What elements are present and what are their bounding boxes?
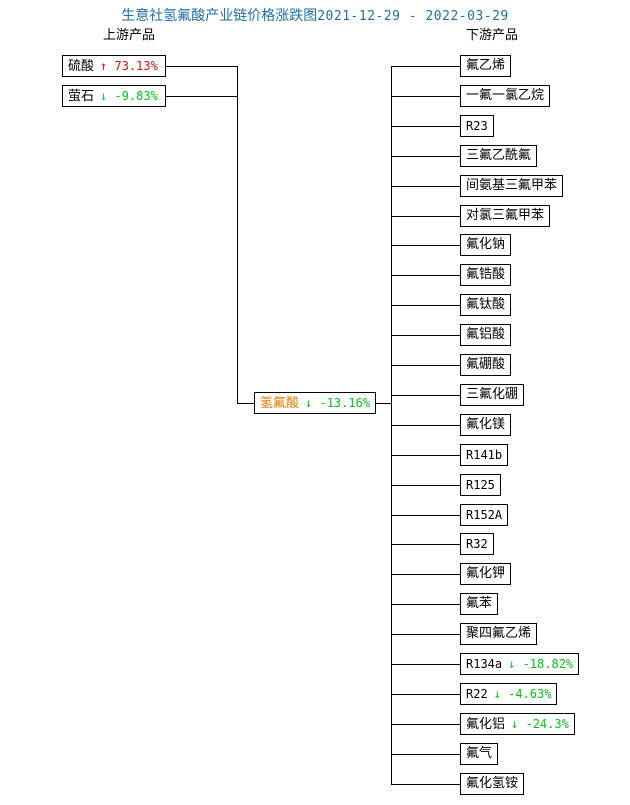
connector-line-horizontal bbox=[391, 784, 460, 785]
downstream-node-7[interactable]: 氟锆酸 bbox=[460, 264, 512, 286]
downstream-node-3-label: 三氟乙酰氟 bbox=[466, 148, 532, 163]
center-node-change: ↓ -13.16% bbox=[305, 396, 371, 410]
connector-line-horizontal bbox=[391, 634, 460, 635]
downstream-node-4[interactable]: 间氨基三氟甲苯 bbox=[460, 175, 564, 197]
downstream-node-6-label: 氟化钠 bbox=[466, 237, 506, 252]
upstream-node-0-change: ↑ 73.13% bbox=[100, 59, 158, 73]
downstream-node-2-label: R23 bbox=[466, 119, 488, 133]
connector-line-horizontal bbox=[391, 156, 460, 157]
connector-line-horizontal bbox=[391, 66, 460, 67]
upstream-node-0-label: 硫酸 bbox=[68, 59, 95, 74]
connector-line-horizontal bbox=[391, 365, 460, 366]
downstream-node-9[interactable]: 氟铝酸 bbox=[460, 324, 512, 346]
downstream-node-19[interactable]: 聚四氟乙烯 bbox=[460, 623, 538, 645]
downstream-node-13-label: R141b bbox=[466, 448, 503, 462]
center-node-hydrofluoric-acid[interactable]: 氢氟酸 ↓ -13.16% bbox=[254, 392, 376, 414]
connector-line-horizontal bbox=[391, 485, 460, 486]
downstream-node-23[interactable]: 氟气 bbox=[460, 743, 499, 765]
downstream-node-6[interactable]: 氟化钠 bbox=[460, 234, 512, 256]
downstream-node-24[interactable]: 氟化氢铵 bbox=[460, 773, 525, 795]
downstream-node-20[interactable]: R134a ↓ -18.82% bbox=[460, 653, 580, 675]
downstream-node-20-change: ↓ -18.82% bbox=[508, 657, 574, 671]
downstream-column-header: 下游产品 bbox=[466, 28, 519, 43]
downstream-node-13[interactable]: R141b bbox=[460, 444, 509, 466]
downstream-node-10-label: 氟硼酸 bbox=[466, 357, 506, 372]
downstream-node-15-label: R152A bbox=[466, 508, 503, 522]
downstream-node-21[interactable]: R22 ↓ -4.63% bbox=[460, 683, 558, 705]
downstream-node-11-label: 三氟化硼 bbox=[466, 387, 519, 402]
downstream-node-17-label: 氟化钾 bbox=[466, 566, 506, 581]
downstream-node-1-label: 一氟一氯乙烷 bbox=[466, 88, 545, 103]
connector-line-horizontal bbox=[166, 66, 237, 67]
downstream-node-16-label: R32 bbox=[466, 537, 488, 551]
connector-line-horizontal bbox=[166, 96, 237, 97]
downstream-node-14-label: R125 bbox=[466, 478, 495, 492]
downstream-node-12-label: 氟化镁 bbox=[466, 417, 506, 432]
connector-line-horizontal bbox=[391, 395, 460, 396]
connector-line-horizontal bbox=[391, 604, 460, 605]
page-title-date-range: 2021-12-29 - 2022-03-29 bbox=[317, 9, 509, 24]
downstream-node-18-label: 氟苯 bbox=[466, 596, 493, 611]
downstream-node-21-change: ↓ -4.63% bbox=[493, 687, 552, 701]
connector-line-horizontal bbox=[391, 574, 460, 575]
connector-line-horizontal bbox=[391, 455, 460, 456]
downstream-node-16[interactable]: R32 bbox=[460, 533, 494, 555]
downstream-node-8[interactable]: 氟钛酸 bbox=[460, 294, 512, 316]
connector-line-horizontal bbox=[391, 245, 460, 246]
connector-line-horizontal bbox=[391, 305, 460, 306]
downstream-node-24-label: 氟化氢铵 bbox=[466, 776, 519, 791]
upstream-node-1-change: ↓ -9.83% bbox=[100, 89, 158, 103]
downstream-node-0[interactable]: 氟乙烯 bbox=[460, 55, 512, 77]
downstream-node-21-label: R22 bbox=[466, 687, 488, 701]
downstream-node-18[interactable]: 氟苯 bbox=[460, 593, 499, 615]
downstream-node-4-label: 间氨基三氟甲苯 bbox=[466, 178, 558, 193]
connector-line-horizontal bbox=[391, 425, 460, 426]
connector-line-horizontal bbox=[391, 724, 460, 725]
downstream-node-22-change: ↓ -24.3% bbox=[511, 717, 569, 731]
downstream-node-5-label: 对氯三氟甲苯 bbox=[466, 208, 545, 223]
downstream-node-12[interactable]: 氟化镁 bbox=[460, 414, 512, 436]
connector-line-horizontal bbox=[391, 275, 460, 276]
connector-line-horizontal bbox=[391, 126, 460, 127]
connector-line-vertical bbox=[391, 66, 392, 784]
downstream-node-8-label: 氟钛酸 bbox=[466, 297, 506, 312]
downstream-node-7-label: 氟锆酸 bbox=[466, 267, 506, 282]
upstream-node-1-label: 萤石 bbox=[68, 89, 95, 104]
connector-line-horizontal bbox=[391, 664, 460, 665]
upstream-node-1[interactable]: 萤石 ↓ -9.83% bbox=[62, 85, 166, 107]
connector-line-horizontal bbox=[237, 403, 254, 404]
connector-line-horizontal bbox=[391, 515, 460, 516]
downstream-node-11[interactable]: 三氟化硼 bbox=[460, 384, 525, 406]
connector-line-horizontal bbox=[376, 403, 391, 404]
downstream-node-5[interactable]: 对氯三氟甲苯 bbox=[460, 205, 551, 227]
connector-line-horizontal bbox=[391, 335, 460, 336]
downstream-node-17[interactable]: 氟化钾 bbox=[460, 563, 512, 585]
downstream-node-20-label: R134a bbox=[466, 657, 503, 671]
downstream-node-23-label: 氟气 bbox=[466, 746, 493, 761]
downstream-node-0-label: 氟乙烯 bbox=[466, 58, 506, 73]
upstream-column-header: 上游产品 bbox=[103, 28, 156, 43]
downstream-node-22-label: 氟化铝 bbox=[466, 717, 506, 732]
page-title: 生意社氢氟酸产业链价格涨跌图2021-12-29 - 2022-03-29 bbox=[0, 7, 630, 26]
downstream-node-10[interactable]: 氟硼酸 bbox=[460, 354, 512, 376]
connector-line-vertical bbox=[237, 66, 238, 403]
downstream-node-22[interactable]: 氟化铝 ↓ -24.3% bbox=[460, 713, 575, 735]
downstream-node-2[interactable]: R23 bbox=[460, 115, 494, 137]
connector-line-horizontal bbox=[391, 96, 460, 97]
connector-line-horizontal bbox=[391, 216, 460, 217]
connector-line-horizontal bbox=[391, 544, 460, 545]
downstream-node-14[interactable]: R125 bbox=[460, 474, 501, 496]
downstream-node-1[interactable]: 一氟一氯乙烷 bbox=[460, 85, 551, 107]
downstream-node-19-label: 聚四氟乙烯 bbox=[466, 626, 532, 641]
center-node-label: 氢氟酸 bbox=[260, 396, 300, 411]
page-title-text: 生意社氢氟酸产业链价格涨跌图 bbox=[121, 8, 318, 24]
connector-line-horizontal bbox=[391, 186, 460, 187]
downstream-node-15[interactable]: R152A bbox=[460, 504, 509, 526]
downstream-node-3[interactable]: 三氟乙酰氟 bbox=[460, 145, 538, 167]
connector-line-horizontal bbox=[391, 694, 460, 695]
downstream-node-9-label: 氟铝酸 bbox=[466, 327, 506, 342]
connector-line-horizontal bbox=[391, 754, 460, 755]
upstream-node-0[interactable]: 硫酸 ↑ 73.13% bbox=[62, 55, 166, 77]
